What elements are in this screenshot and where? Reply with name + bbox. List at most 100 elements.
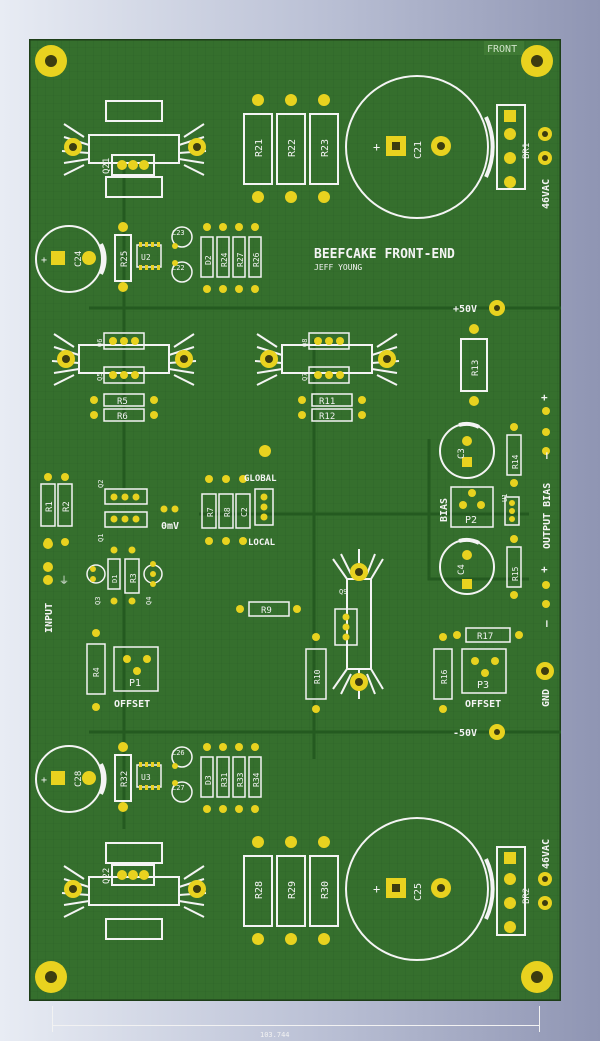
dimension-tick-right — [539, 1006, 540, 1032]
ground-symbol-icon: ⏚ — [59, 575, 69, 587]
board-title: BEEFCAKE FRONT-END — [314, 247, 455, 262]
ref-c2: C2 — [240, 507, 249, 517]
ref-c27: C27 — [172, 784, 185, 792]
ref-r1: R1 — [45, 501, 55, 512]
ref-r30: R30 — [320, 881, 331, 899]
mounting-holes — [35, 45, 553, 993]
label-plus-a: + — [541, 391, 548, 404]
ref-q22: Q22 — [102, 868, 112, 884]
ref-q3: Q3 — [94, 597, 102, 605]
ref-p2: P2 — [465, 515, 477, 526]
ref-r25: R25 — [120, 251, 130, 267]
ref-r8: R8 — [223, 507, 232, 517]
ref-c24: C24 — [74, 251, 84, 267]
svg-text:+: + — [373, 882, 380, 896]
label-gnd: GND — [541, 689, 552, 707]
ref-p1: P1 — [129, 678, 141, 689]
label-46vac-top: 46VAC — [541, 179, 552, 209]
ref-r11: R11 — [319, 397, 335, 407]
ref-r17: R17 — [477, 632, 493, 642]
dimension-value: 103.744 — [260, 1031, 290, 1039]
label-minus-a: – — [540, 452, 553, 459]
label-bias: BIAS — [439, 498, 450, 522]
ref-r15: R15 — [511, 566, 520, 581]
ref-u1: U1 — [501, 494, 509, 502]
ref-r10: R10 — [313, 669, 322, 684]
ref-p3: P3 — [477, 680, 489, 691]
capacitor-c24: + — [35, 225, 107, 293]
ref-r9: R9 — [261, 606, 272, 616]
front-tag-bg — [484, 41, 524, 55]
ref-q1: Q1 — [97, 534, 105, 542]
label-46vac-bottom: 46VAC — [541, 839, 552, 869]
bridge-br2 — [496, 846, 552, 936]
ref-br1: BR1 — [522, 143, 532, 159]
ref-c22: C22 — [172, 264, 185, 272]
ref-r33: R33 — [236, 772, 245, 787]
ref-q6: Q6 — [96, 339, 104, 347]
label-output-bias: OUTPUT BIAS — [542, 483, 553, 549]
ref-r23: R23 — [320, 139, 331, 157]
ref-r3: R3 — [129, 573, 138, 583]
ref-q21: Q21 — [102, 158, 112, 174]
ref-r7: R7 — [206, 507, 215, 517]
ref-r12: R12 — [319, 412, 335, 422]
ref-r29: R29 — [287, 881, 298, 899]
ref-r26: R26 — [252, 252, 261, 267]
heatsink-q22 — [61, 842, 207, 940]
ref-r28: R28 — [254, 881, 265, 899]
ref-r6: R6 — [117, 412, 128, 422]
ref-q5: Q5 — [96, 373, 104, 381]
capacitor-c21: + — [345, 75, 495, 219]
capacitor-c28: + — [35, 745, 107, 813]
label-offset-2: OFFSET — [465, 699, 501, 710]
label-input: INPUT — [44, 603, 55, 633]
ref-c3: C3 — [457, 448, 467, 459]
label-offset-1: OFFSET — [114, 699, 150, 710]
ref-c4: C4 — [457, 564, 467, 575]
ref-r21: R21 — [254, 139, 265, 157]
ref-q9: Q9 — [339, 588, 347, 596]
svg-text:+: + — [373, 140, 380, 154]
ref-r24: R24 — [220, 252, 229, 267]
label-local: LOCAL — [248, 538, 276, 548]
ref-br2: BR2 — [522, 888, 532, 904]
ref-c23: C23 — [172, 229, 185, 237]
ref-r31: R31 — [220, 772, 229, 787]
pcb-board: FRONT Q21 R21 R22 R23 — [29, 39, 561, 1001]
ref-d2: D2 — [204, 255, 213, 265]
ref-c28: C28 — [74, 771, 84, 787]
heatsink-q9 — [332, 549, 384, 699]
ref-r13: R13 — [471, 360, 481, 376]
ref-u2: U2 — [141, 253, 151, 262]
ref-d3: D3 — [204, 775, 213, 785]
dimension-line — [52, 1025, 539, 1026]
capacitor-c25: + — [345, 817, 495, 961]
ref-q4: Q4 — [145, 597, 153, 605]
label-global: GLOBAL — [244, 474, 277, 484]
ref-r32: R32 — [120, 771, 130, 787]
ref-c21: C21 — [413, 141, 424, 159]
resistors-r21-r23 — [243, 113, 339, 185]
label-plus50v: +50V — [453, 304, 477, 315]
ref-r34: R34 — [252, 772, 261, 787]
capacitor-c4 — [439, 537, 495, 595]
ref-q8: Q8 — [301, 339, 309, 347]
ref-u3: U3 — [141, 773, 151, 782]
label-0mv: 0mV — [161, 521, 179, 532]
capacitor-c3 — [439, 421, 495, 479]
svg-text:+: + — [41, 775, 47, 786]
ref-d1: D1 — [111, 575, 119, 583]
ref-c25: C25 — [413, 883, 424, 901]
ref-r2: R2 — [62, 501, 72, 512]
ref-c26: C26 — [172, 749, 185, 757]
ref-r27: R27 — [236, 252, 245, 267]
ref-r4: R4 — [92, 667, 101, 677]
label-plus-b: + — [541, 563, 548, 576]
dimension-tick-left — [52, 1006, 53, 1032]
bridge-br1 — [496, 104, 552, 190]
label-minus-b: – — [540, 620, 553, 627]
heatsink-q21 — [61, 100, 207, 198]
ref-r16: R16 — [440, 669, 449, 684]
label-minus50v: -50V — [453, 728, 477, 739]
